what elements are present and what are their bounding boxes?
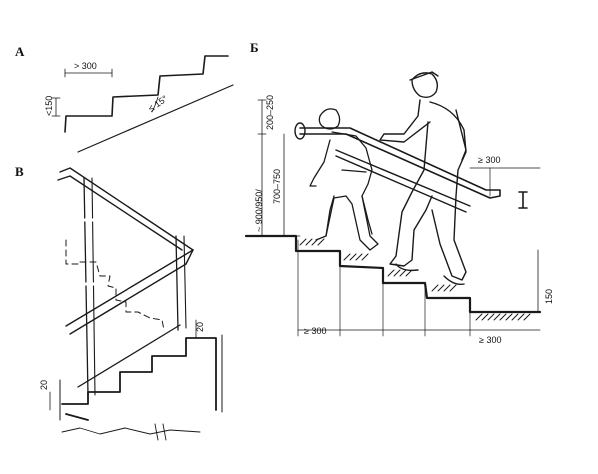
panel-a [51, 55, 234, 153]
panel-v-gap-top-label: 20 [195, 322, 205, 332]
panel-b-handrail-end [294, 122, 306, 140]
panel-a-stairs [64, 55, 229, 133]
panel-b-stairs [244, 234, 542, 314]
panel-b [244, 71, 542, 337]
panel-v-handrail-lower [65, 249, 194, 335]
panel-b-hatch [299, 238, 531, 321]
panel-v-post-right [175, 235, 179, 331]
panel-v-handrail-upper [57, 167, 194, 251]
adult-figure [379, 71, 467, 286]
panel-a-riser-label: <150 [44, 96, 54, 116]
panel-v [49, 167, 223, 441]
panel-b-handrail-upper [299, 127, 501, 199]
panel-b-section-mark [518, 191, 528, 209]
panel-b-top-label: 200–250 [265, 95, 275, 130]
panel-v-dashed-flight [65, 239, 165, 331]
panel-v-letter: В [15, 164, 24, 179]
panel-a-letter: А [15, 44, 25, 59]
panel-b-height2-label: 700–750 [272, 169, 282, 204]
panel-b-overhang-label: ≥ 300 [478, 155, 500, 165]
panel-b-base-right-label: ≥ 300 [479, 335, 501, 345]
panel-b-base-left-label: ≥ 300 [304, 326, 326, 336]
panel-v-post-left [83, 177, 89, 396]
panel-b-letter: Б [250, 40, 259, 55]
panel-b-riser-label: 150 [544, 289, 554, 304]
panel-b-height-label: ~ 900/950/ [254, 189, 264, 232]
panel-a-tread-label: > 300 [74, 61, 97, 71]
child-figure [309, 108, 379, 251]
panel-b-handrail-lower [335, 149, 471, 213]
panel-a-pitch-line [77, 84, 234, 153]
panel-v-gap-bottom-label: 20 [39, 380, 49, 390]
panel-a-angle-label: ≤ 15° [146, 93, 169, 113]
